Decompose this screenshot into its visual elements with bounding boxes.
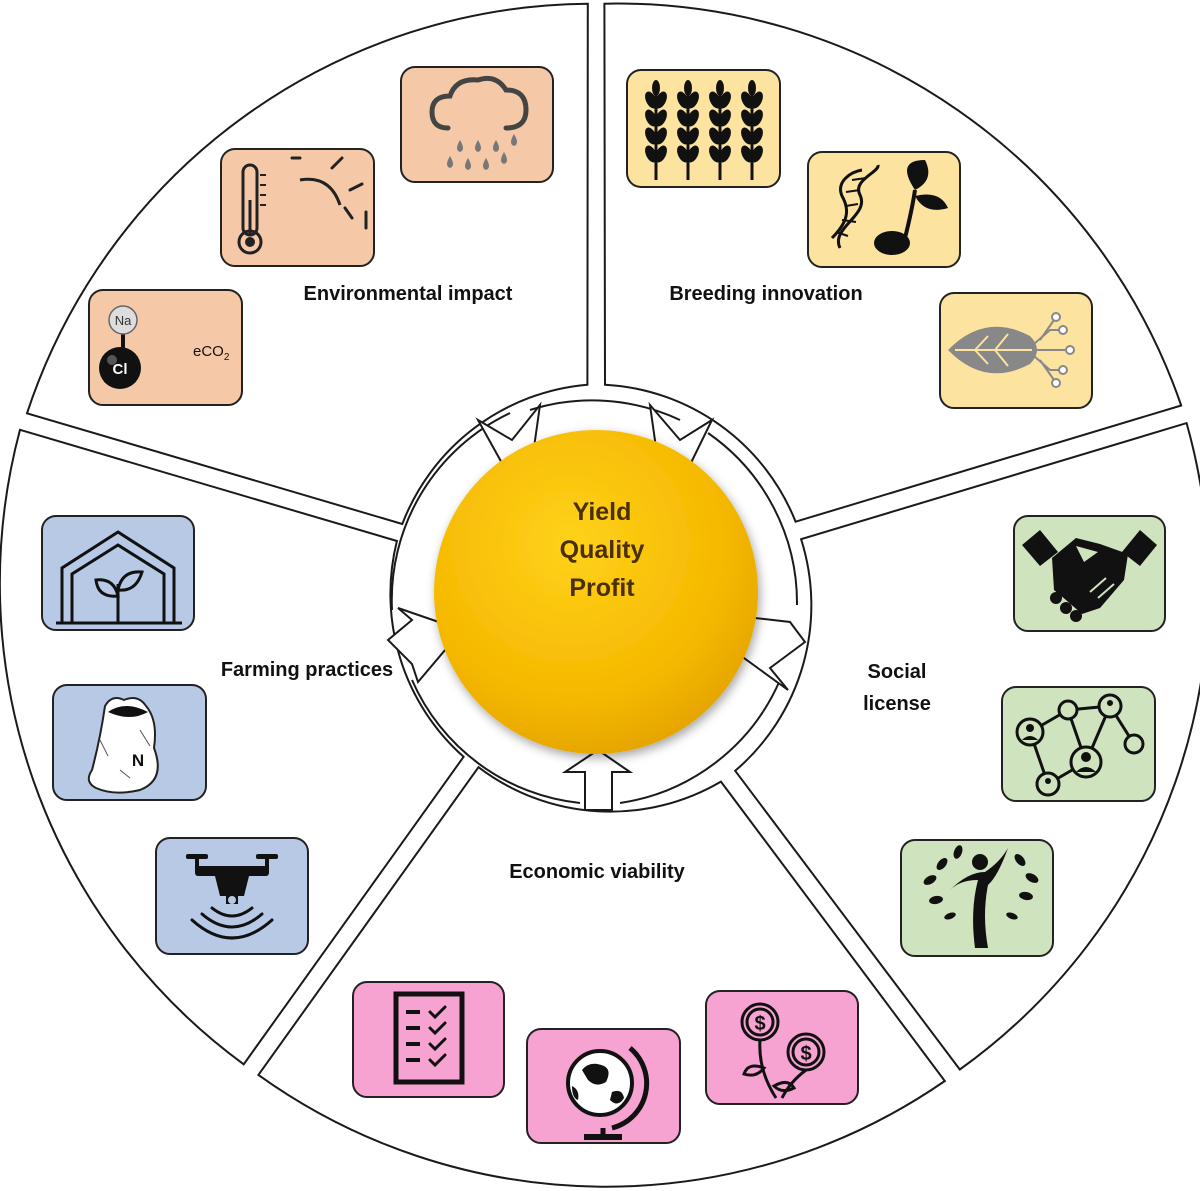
arrow-economic xyxy=(561,748,634,811)
checklist-icon xyxy=(352,981,505,1098)
greenhouse-icon xyxy=(41,515,195,631)
center-hub: Yield Quality Profit xyxy=(434,430,758,754)
fertilizer-bag-icon: N xyxy=(52,684,207,801)
svg-text:$: $ xyxy=(800,1043,811,1065)
handshake-icon xyxy=(1013,515,1166,632)
eco2-subscript: 2 xyxy=(224,352,230,363)
globe-icon xyxy=(526,1028,681,1144)
person-tree-icon xyxy=(900,839,1054,957)
drone-icon xyxy=(155,837,309,955)
inner-ring xyxy=(390,399,799,804)
svg-text:$: $ xyxy=(754,1013,765,1035)
label-social-2: license xyxy=(863,693,931,715)
wheat-icon xyxy=(626,69,781,188)
money-plant-icon: $ $ xyxy=(705,990,859,1105)
eco2-label: eCO xyxy=(193,343,224,360)
network-people-icon xyxy=(1001,686,1156,802)
center-line-3: Profit xyxy=(569,574,635,602)
sodium-label: Na xyxy=(115,313,132,328)
label-farming: Farming practices xyxy=(221,659,393,681)
label-environmental: Environmental impact xyxy=(304,283,513,305)
rain-cloud-icon xyxy=(400,66,554,183)
chloride-label: Cl xyxy=(113,361,128,378)
digital-leaf-icon xyxy=(939,292,1093,409)
salt-eco2-icon: Na Cl eCO2 xyxy=(88,289,243,406)
nitrogen-label: N xyxy=(132,751,144,770)
dna-seedling-icon xyxy=(807,151,961,268)
label-economic: Economic viability xyxy=(509,861,685,883)
thermometer-sun-icon xyxy=(220,148,375,267)
center-line-1: Yield xyxy=(573,498,632,526)
label-breeding: Breeding innovation xyxy=(669,283,862,305)
center-line-2: Quality xyxy=(560,536,645,564)
label-social-1: Social xyxy=(868,661,927,683)
svg-text:eCO2: eCO2 xyxy=(193,343,230,363)
